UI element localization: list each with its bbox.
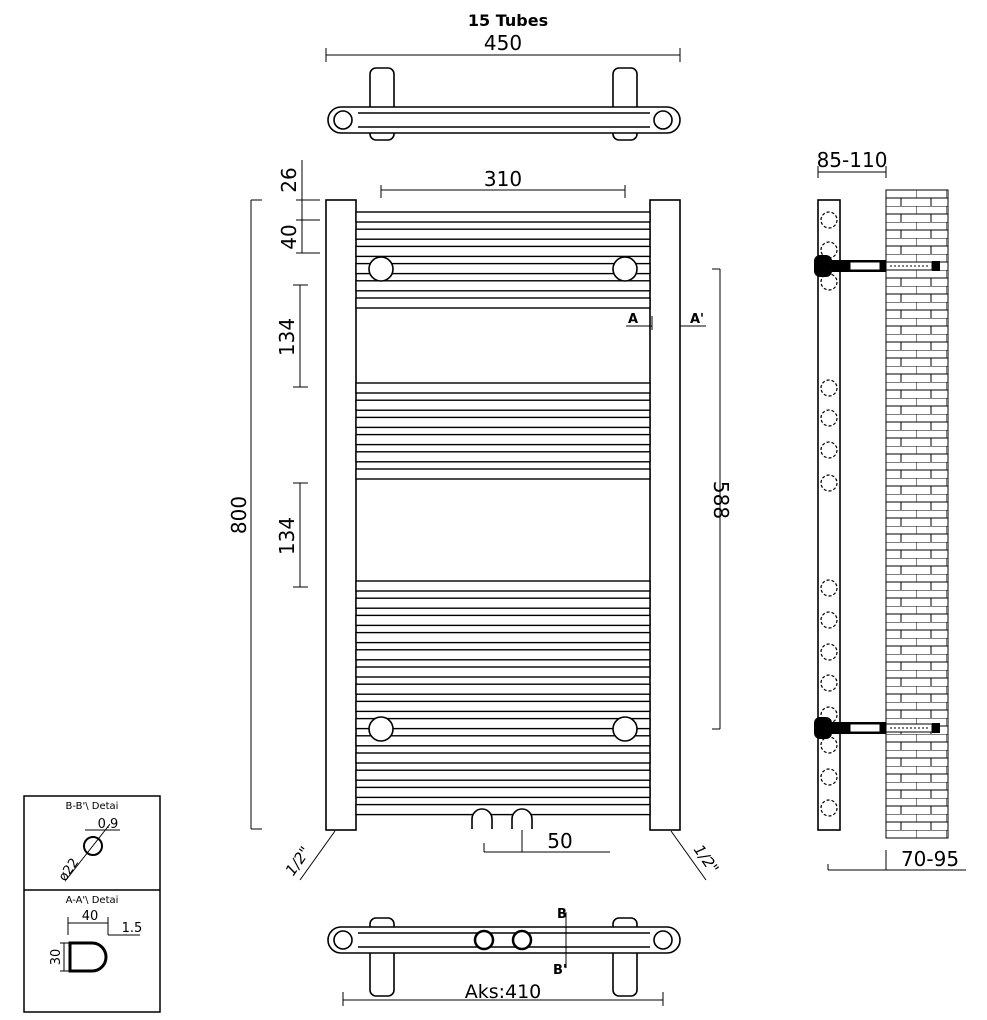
dim-134-bottom: 134 <box>275 517 299 555</box>
side-tube-hole <box>820 611 838 629</box>
tube <box>355 666 651 678</box>
tube <box>355 228 651 240</box>
tube <box>355 297 651 309</box>
tube <box>355 735 651 747</box>
tube <box>355 649 651 661</box>
dim-26: 26 <box>277 167 301 192</box>
section-b: B <box>557 907 567 922</box>
side-view: 85-110 70-95 <box>814 148 966 871</box>
tube <box>355 631 651 644</box>
side-tube-hole <box>820 643 838 661</box>
side-tube-hole <box>820 379 838 397</box>
dim-40: 40 <box>277 224 301 249</box>
thread-right: 1/2" <box>690 841 723 877</box>
tube <box>355 786 651 799</box>
dim-800: 800 <box>227 496 251 534</box>
tube <box>355 416 651 429</box>
side-tube-hole <box>820 768 838 786</box>
top-width-label: 450 <box>484 31 522 55</box>
tube <box>355 683 651 695</box>
section-b-prime: B' <box>553 963 567 978</box>
front-view: 310 26 40 134 134 800 588 A A' <box>227 160 733 881</box>
detail-box: B-B'\ Detai 0.9 ø22 A-A'\ Detai 40 1.5 3… <box>23 795 161 1013</box>
tube <box>355 211 651 223</box>
detail-aa-title: A-A'\ Detai <box>66 895 119 906</box>
side-tube-hole <box>820 441 838 459</box>
side-tube-hole <box>820 736 838 754</box>
axis-label: Aks:410 <box>465 981 542 1003</box>
tube <box>355 280 651 292</box>
top-view: 450 <box>325 31 681 141</box>
tube <box>355 717 651 730</box>
dim-588: 588 <box>709 481 733 519</box>
dim-134-top: 134 <box>275 318 299 356</box>
section-a-prime: A' <box>690 312 704 327</box>
tube <box>355 245 651 258</box>
tube <box>355 700 651 713</box>
bracket-top <box>814 255 940 277</box>
side-tube-hole <box>820 799 838 817</box>
title: 15 Tubes <box>468 11 548 30</box>
tube <box>355 433 651 446</box>
tube <box>355 614 651 627</box>
tubes <box>355 211 651 816</box>
side-top-dim: 85-110 <box>817 148 888 172</box>
thread-left: 1/2" <box>282 843 315 879</box>
dim-310: 310 <box>484 167 522 191</box>
detail-aa-wall: 1.5 <box>122 921 143 936</box>
bracket-bottom <box>814 717 940 739</box>
side-tube-hole <box>820 579 838 597</box>
bottom-view: B B' Aks:410 <box>327 907 681 1006</box>
tube <box>355 451 651 463</box>
side-tube-hole <box>820 474 838 492</box>
detail-aa-height: 30 <box>49 949 64 966</box>
tube <box>355 468 651 480</box>
side-tube-hole <box>820 409 838 427</box>
section-a: A <box>628 312 638 327</box>
tube <box>355 580 651 592</box>
side-bottom-dim: 70-95 <box>901 847 959 871</box>
dim-50: 50 <box>547 829 572 853</box>
side-tube-hole <box>820 211 838 229</box>
detail-bb-wall: 0.9 <box>98 817 119 832</box>
detail-bb-title: B-B'\ Detai <box>66 801 119 812</box>
tube <box>355 803 651 816</box>
tube <box>355 382 651 394</box>
tube <box>355 262 651 275</box>
tube <box>355 769 651 781</box>
side-holes <box>820 211 838 817</box>
side-tube-hole <box>820 674 838 692</box>
tube <box>355 752 651 764</box>
detail-aa-width: 40 <box>82 909 99 924</box>
tube <box>355 399 651 411</box>
tube <box>355 597 651 609</box>
